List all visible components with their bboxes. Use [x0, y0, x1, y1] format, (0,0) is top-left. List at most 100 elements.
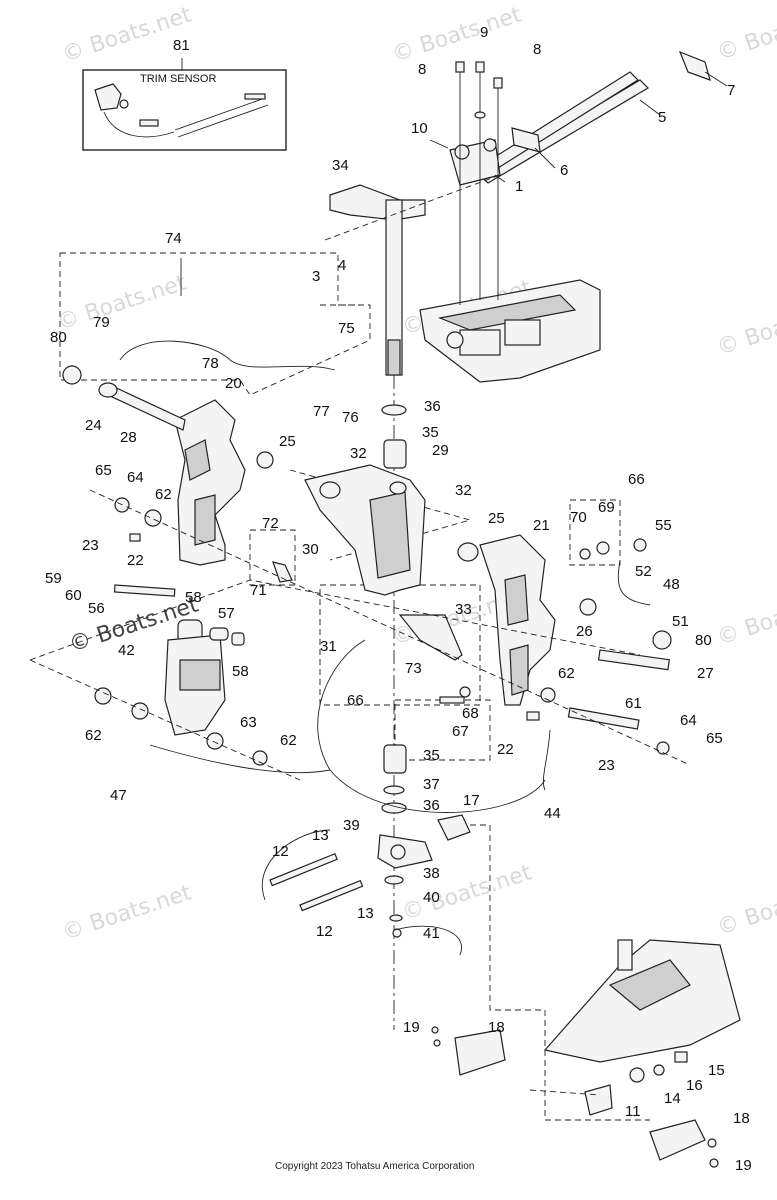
left-clamp-bracket: [98, 382, 246, 566]
callout-41: 41: [423, 925, 440, 942]
callout-22: 22: [127, 552, 144, 569]
callouts: 81 8 9 8 7 5 10 6 1 34 74 3 4 79 80 75 7…: [45, 24, 752, 1174]
cables: [119, 340, 651, 956]
callout-9: 9: [480, 24, 488, 41]
callout-67: 67: [452, 723, 469, 740]
callout-32: 32: [350, 445, 367, 462]
callout-42: 42: [118, 642, 135, 659]
callout-52: 52: [635, 563, 652, 580]
callout-33: 33: [455, 601, 472, 618]
watermark: © Boats.net: [714, 585, 777, 650]
callout-11: 11: [625, 1103, 641, 1120]
callout-69: 69: [598, 499, 615, 516]
callout-58: 58: [185, 589, 202, 606]
right-clamp-bracket: [457, 534, 556, 706]
lower-swivel: [377, 814, 471, 938]
callout-16: 16: [686, 1077, 703, 1094]
callout-68: 68: [462, 705, 479, 722]
copyright-text: Copyright 2023 Tohatsu America Corporati…: [275, 1161, 474, 1172]
watermark: © Boats.net: [59, 880, 195, 945]
callout-1: 1: [515, 178, 523, 195]
callout-18: 18: [733, 1110, 750, 1127]
callout-65: 65: [95, 462, 112, 479]
callout-37: 37: [423, 776, 440, 793]
callout-28: 28: [120, 429, 137, 446]
watermark: © Boats.net: [54, 270, 190, 335]
trim-tilt-unit: [164, 619, 245, 736]
lower-housing: [431, 939, 741, 1168]
callout-63: 63: [240, 714, 257, 731]
callout-62: 62: [280, 732, 297, 749]
watermark: © Boats.net: [714, 875, 777, 940]
callout-47: 47: [110, 787, 127, 804]
callout-15: 15: [708, 1062, 725, 1079]
callout-57: 57: [218, 605, 235, 622]
callout-7: 7: [727, 82, 735, 99]
callout-26: 26: [576, 623, 593, 640]
callout-14: 14: [664, 1090, 681, 1107]
callout-40: 40: [423, 889, 440, 906]
callout-27: 27: [697, 665, 714, 682]
callout-29: 29: [432, 442, 449, 459]
callout-13: 13: [357, 905, 374, 922]
trim-sensor-title: TRIM SENSOR: [140, 73, 216, 85]
callout-64: 64: [127, 469, 144, 486]
engine-holder: [419, 50, 711, 383]
callout-44: 44: [544, 805, 561, 822]
callout-59: 59: [45, 570, 62, 587]
callout-20: 20: [225, 375, 242, 392]
callout-78: 78: [202, 355, 219, 372]
callout-10: 10: [411, 120, 428, 137]
callout-39: 39: [343, 817, 360, 834]
callout-21: 21: [533, 517, 550, 534]
callout-71: 71: [250, 582, 267, 599]
callout-75: 75: [338, 320, 355, 337]
watermark: © Boats.net: [714, 295, 777, 360]
callout-66: 66: [347, 692, 364, 709]
callout-79: 79: [93, 314, 110, 331]
callout-8: 8: [533, 41, 541, 58]
callout-18: 18: [488, 1019, 505, 1036]
callout-81: 81: [173, 37, 190, 54]
callout-51: 51: [672, 613, 689, 630]
callout-4: 4: [338, 257, 346, 274]
swivel-bracket: [304, 464, 426, 596]
callout-34: 34: [332, 157, 349, 174]
callout-70: 70: [570, 509, 587, 526]
callout-13: 13: [312, 827, 329, 844]
watermark: © Boats.net: [714, 0, 777, 65]
callout-74: 74: [165, 230, 182, 247]
callout-62: 62: [558, 665, 575, 682]
callout-6: 6: [560, 162, 568, 179]
leader-lines: [29, 71, 728, 1121]
callout-36: 36: [423, 797, 440, 814]
watermarks: © Boats.net © Boats.net © Boats.net © Bo…: [54, 0, 777, 945]
callout-66: 66: [628, 471, 645, 488]
callout-56: 56: [88, 600, 105, 617]
callout-36: 36: [424, 398, 441, 415]
callout-55: 55: [655, 517, 672, 534]
callout-32: 32: [455, 482, 472, 499]
callout-38: 38: [423, 865, 440, 882]
callout-35: 35: [422, 424, 439, 441]
callout-17: 17: [463, 792, 480, 809]
callout-64: 64: [680, 712, 697, 729]
watermark: © Boats.net: [399, 860, 535, 925]
callout-58: 58: [232, 663, 249, 680]
callout-5: 5: [658, 109, 666, 126]
callout-23: 23: [598, 757, 615, 774]
callout-25: 25: [488, 510, 505, 527]
callout-19: 19: [735, 1157, 752, 1174]
callout-22: 22: [497, 741, 514, 758]
watermark: © Boats.net: [389, 2, 525, 67]
callout-12: 12: [272, 843, 289, 860]
callout-65: 65: [706, 730, 723, 747]
callout-72: 72: [262, 515, 279, 532]
callout-76: 76: [342, 409, 359, 426]
callout-12: 12: [316, 923, 333, 940]
callout-80: 80: [50, 329, 67, 346]
callout-3: 3: [312, 268, 320, 285]
callout-60: 60: [65, 587, 82, 604]
trim-sensor-box: TRIM SENSOR: [82, 58, 287, 151]
